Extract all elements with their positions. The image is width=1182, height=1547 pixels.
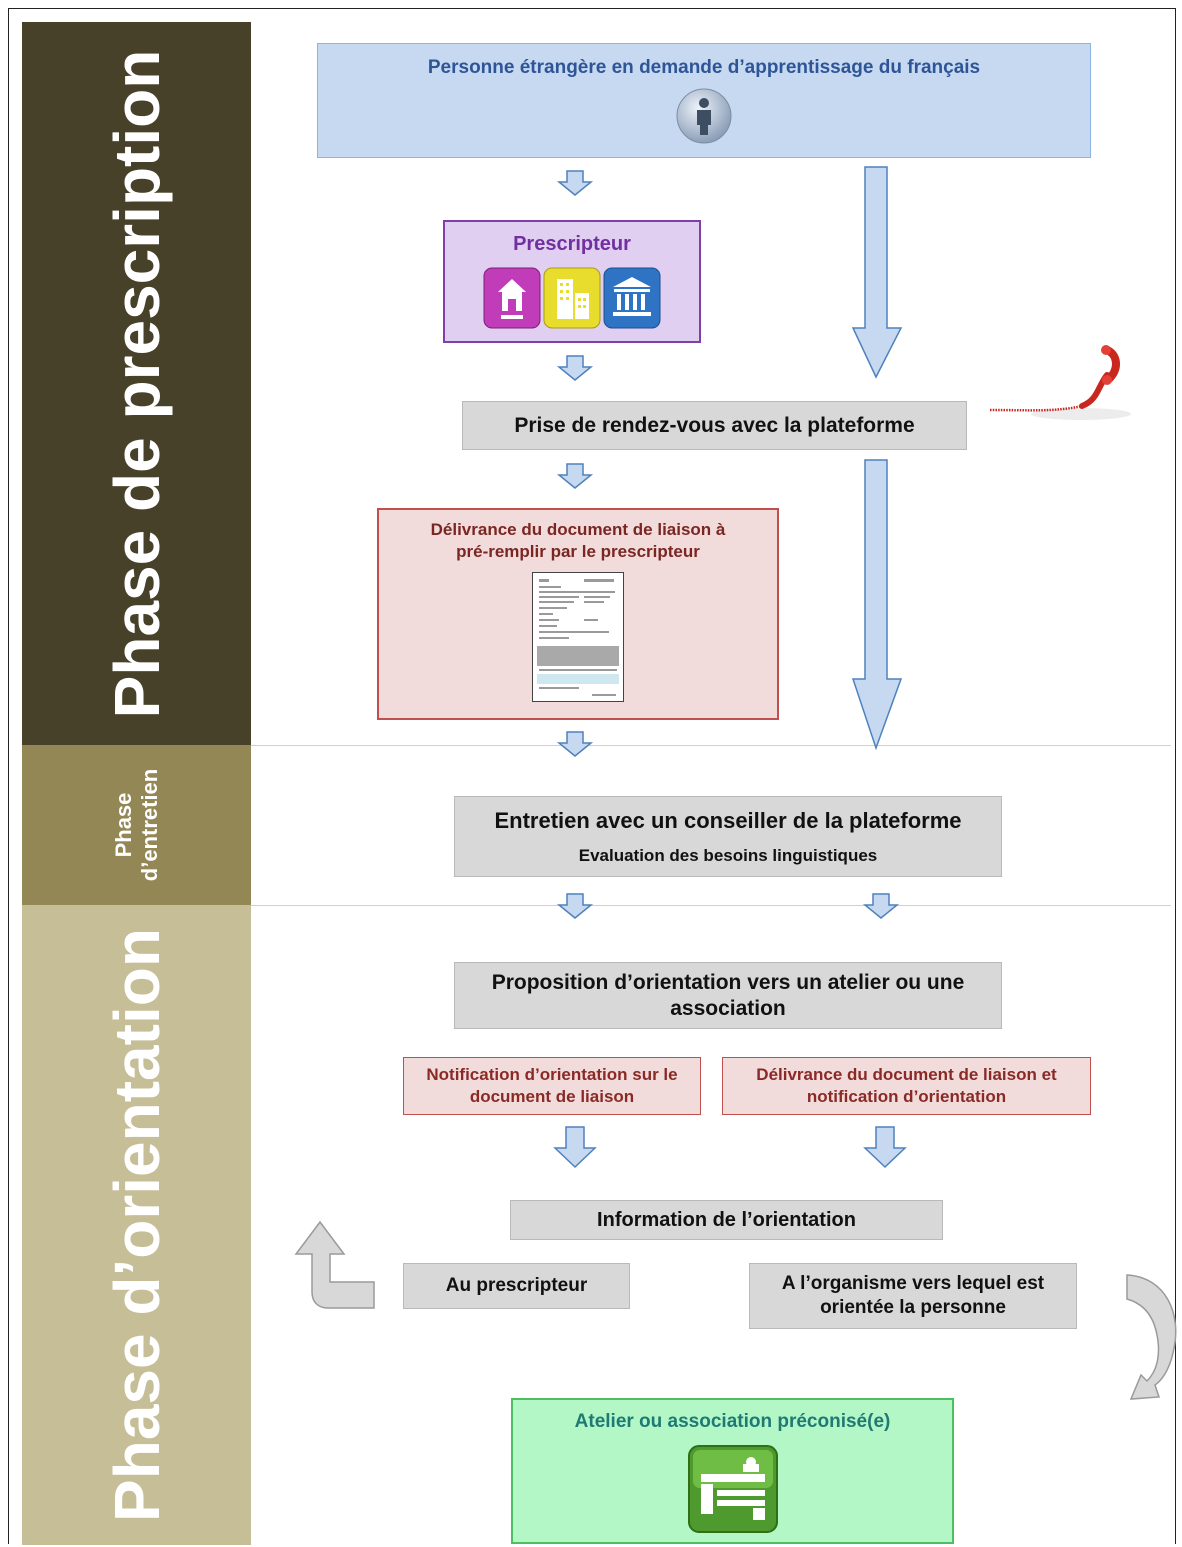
phase-entretien-line2: d’entretien (136, 768, 162, 882)
notification-on-doc-box: Notification d’orientation sur le docume… (403, 1057, 701, 1115)
orientation-proposal-text: Proposition d’orientation vers un atelie… (491, 970, 965, 1020)
to-organism-box: A l’organisme vers lequel est orientée l… (749, 1263, 1077, 1329)
phase-entretien-band: Phase d’entretien (22, 745, 251, 905)
to-prescriber-text: Au prescripteur (445, 1275, 588, 1296)
appointment-box: Prise de rendez-vous avec la plateforme (462, 401, 967, 450)
prescriber-box: Prescripteur (443, 220, 701, 343)
prescriber-icons (483, 267, 661, 329)
building-icon (543, 267, 601, 329)
flow-arrow (553, 1126, 597, 1169)
flow-arrow (556, 170, 594, 196)
phase-separator (251, 905, 1171, 906)
flow-arrow (556, 893, 594, 919)
interview-box: Entretien avec un conseiller de la plate… (454, 796, 1002, 877)
to-prescriber-box: Au prescripteur (403, 1263, 630, 1309)
orientation-info-box: Information de l’orientation (510, 1200, 943, 1240)
institution-icon (603, 267, 661, 329)
phase-prescription-label: Phase de prescription (100, 49, 173, 718)
to-organism-text: A l’organisme vers lequel est orientée l… (781, 1273, 1045, 1318)
return-to-prescriber-arrow (294, 1220, 375, 1309)
interview-subtitle: Evaluation des besoins linguistiques (578, 845, 878, 865)
to-organism-arrow (1126, 1274, 1177, 1400)
flow-arrow (862, 893, 900, 919)
flow-arrow (556, 731, 594, 757)
phase-prescription-band: Phase de prescription (22, 22, 251, 745)
flow-arrow (863, 1126, 907, 1169)
workshop-box: Atelier ou association préconisé(e) (511, 1398, 954, 1544)
liaison-doc-text: Délivrance du document de liaison à pré-… (430, 520, 726, 561)
diagram-frame (8, 8, 1176, 1544)
phone-icon (989, 345, 1131, 420)
appointment-text: Prise de rendez-vous avec la plateforme (514, 413, 915, 437)
doc-and-notification-text: Délivrance du document de liaison et not… (756, 1065, 1057, 1106)
person-request-box: Personne étrangère en demande d’apprenti… (317, 43, 1091, 158)
phase-orientation-band: Phase d’orientation (22, 905, 251, 1545)
orientation-proposal-box: Proposition d’orientation vers un atelie… (454, 962, 1002, 1029)
interview-title: Entretien avec un conseiller de la plate… (494, 807, 962, 833)
workshop-text: Atelier ou association préconisé(e) (574, 1411, 891, 1432)
phase-orientation-label: Phase d’orientation (100, 928, 173, 1522)
house-icon (483, 267, 541, 329)
person-request-text: Personne étrangère en demande d’apprenti… (427, 57, 981, 78)
doc-and-notification-box: Délivrance du document de liaison et not… (722, 1057, 1091, 1115)
phase-separator (251, 745, 1171, 746)
notification-on-doc-text: Notification d’orientation sur le docume… (426, 1065, 678, 1106)
desk-icon (687, 1445, 778, 1533)
flow-arrow (556, 463, 594, 489)
direct-flow-arrow (851, 166, 903, 379)
flow-arrow (556, 355, 594, 381)
orientation-info-text: Information de l’orientation (597, 1208, 856, 1231)
person-icon (676, 88, 732, 144)
prescriber-title: Prescripteur (513, 233, 631, 255)
phase-entretien-label: Phase d’entretien (111, 769, 163, 881)
direct-flow-arrow (851, 459, 903, 751)
phase-entretien-line1: Phase (110, 792, 136, 858)
liaison-doc-box: Délivrance du document de liaison à pré-… (377, 508, 779, 720)
document-thumbnail-icon (532, 572, 624, 702)
